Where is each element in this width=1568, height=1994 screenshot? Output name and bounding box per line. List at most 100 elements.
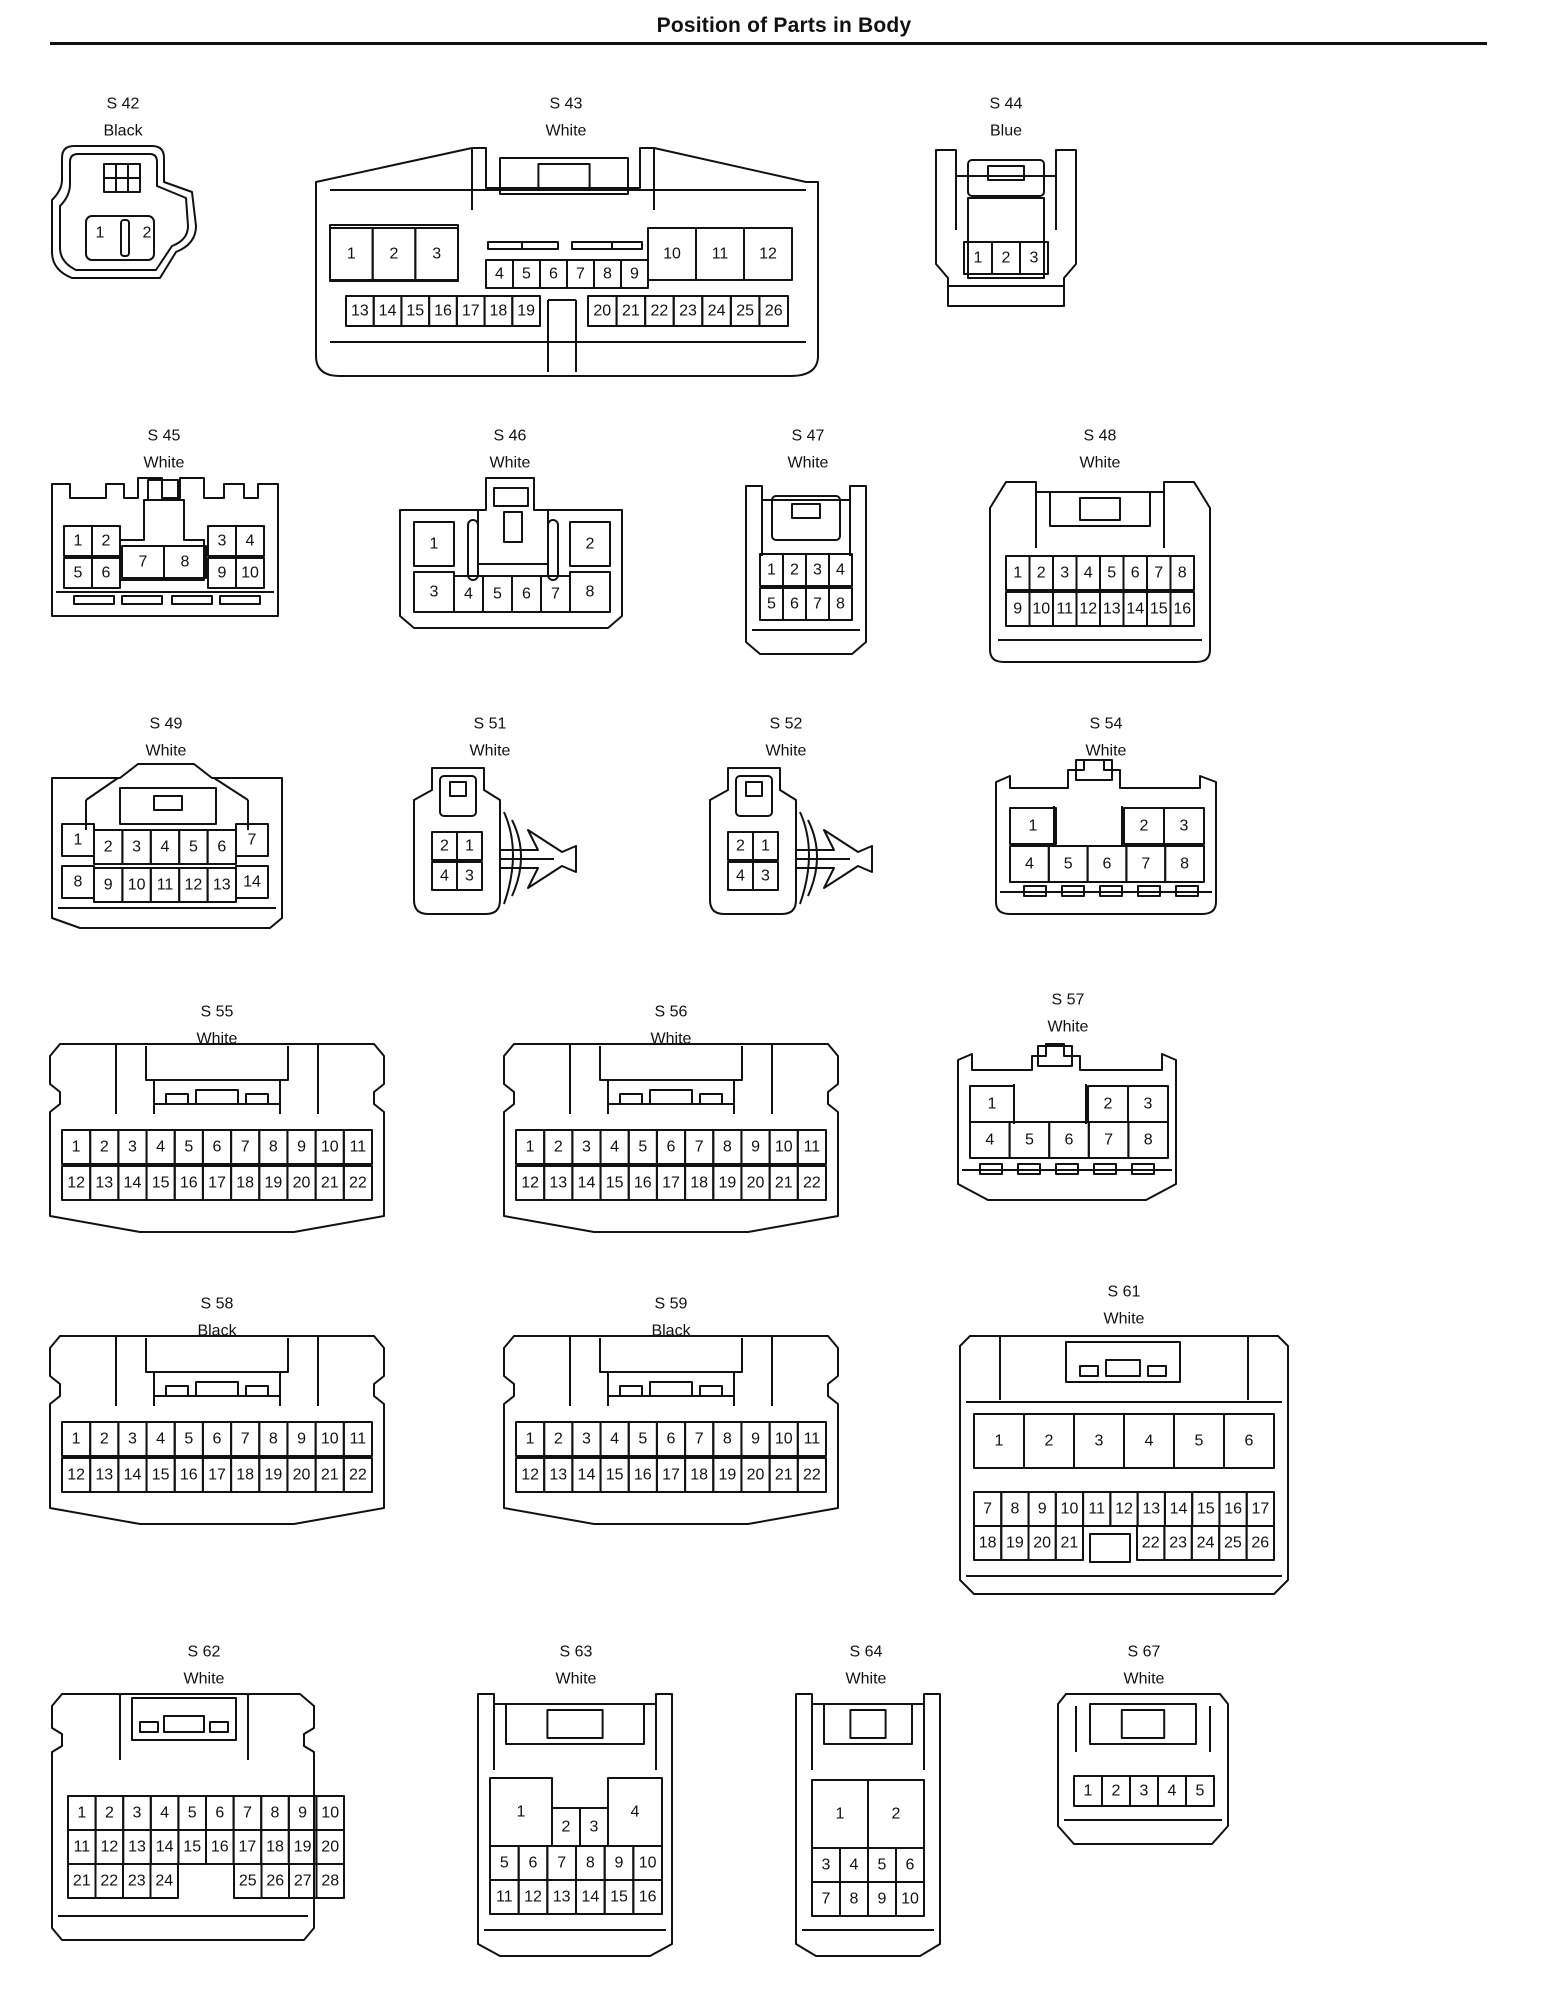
pin-number: 1: [767, 562, 776, 579]
pin-cell: [511, 295, 541, 327]
pin-cell: [796, 1165, 827, 1201]
connector-id-label: S 43: [550, 96, 583, 113]
pin-number: 14: [1170, 1501, 1188, 1518]
pin-number: 6: [102, 565, 111, 582]
connector-color-label: White: [146, 743, 187, 760]
pin-number: 5: [188, 1805, 197, 1822]
pin-number: 10: [639, 1855, 657, 1872]
housing-outline: [115, 1044, 319, 1114]
pin-number: 8: [269, 1139, 278, 1156]
pin-cell: [752, 861, 779, 891]
pin-number: 13: [553, 1889, 571, 1906]
pin-number: 4: [161, 839, 170, 856]
pin-number: 2: [100, 1431, 109, 1448]
pin-number: 7: [983, 1501, 992, 1518]
housing-outline: [959, 1335, 1289, 1595]
connector-id-label: S 59: [655, 1296, 688, 1313]
pin-number: 3: [432, 246, 441, 263]
pin-number: 21: [775, 1467, 793, 1484]
mounting-clip: [795, 829, 873, 889]
slot: [487, 241, 523, 250]
housing-outline: [399, 477, 623, 629]
pin-number: 27: [294, 1873, 312, 1890]
pin-number: 8: [1178, 565, 1187, 582]
pin-number: 18: [979, 1535, 997, 1552]
pin-number: 10: [775, 1139, 793, 1156]
pin-cell: [569, 571, 611, 613]
pin-number: 11: [157, 877, 174, 894]
pin-cell: [456, 831, 483, 861]
pin-number: 4: [631, 1804, 640, 1821]
slot: [1175, 885, 1199, 897]
connector-color-label: Blue: [990, 123, 1022, 140]
pin-number: 14: [581, 1889, 599, 1906]
pin-number: 28: [321, 1873, 339, 1890]
pin-number: 2: [440, 838, 449, 855]
pin-number: 6: [529, 1855, 538, 1872]
connector-color-label: White: [1124, 1671, 1165, 1688]
housing-outline: [49, 1335, 385, 1525]
pin-number: 1: [526, 1139, 535, 1156]
pin-number: 22: [100, 1873, 118, 1890]
pin-number: 1: [96, 225, 105, 242]
housing-outline: [131, 1697, 237, 1741]
lock-tab: [1089, 1703, 1197, 1745]
pin-number: 4: [985, 1132, 994, 1149]
guide-rib: [467, 519, 479, 581]
pin-number: 8: [1010, 1501, 1019, 1518]
pin-number: 25: [239, 1873, 257, 1890]
lock-tab-inner: [503, 511, 523, 543]
pin-number: 10: [321, 1805, 339, 1822]
connector-id-label: S 61: [1108, 1284, 1141, 1301]
pin-number: 13: [351, 303, 369, 320]
pin-number: 3: [128, 1431, 137, 1448]
pin-number: 20: [747, 1175, 765, 1192]
pin-number: 10: [321, 1431, 339, 1448]
pin-number: 10: [775, 1431, 793, 1448]
pin-number: 7: [248, 832, 257, 849]
pin-number: 19: [1006, 1535, 1024, 1552]
slot: [571, 241, 613, 250]
connector-color-label: White: [470, 743, 511, 760]
pin-number: 5: [1064, 856, 1073, 873]
pin-number: 2: [586, 536, 595, 553]
pin-number: 6: [213, 1431, 222, 1448]
pin-cell: [414, 227, 460, 281]
clip-arc: [807, 819, 818, 897]
pin-number: 18: [236, 1467, 254, 1484]
pin-number: 1: [526, 1431, 535, 1448]
lock-tab-inner: [245, 1093, 269, 1105]
connector-color-label: White: [556, 1671, 597, 1688]
pin-number: 10: [321, 1139, 339, 1156]
pin-cell: [632, 1879, 663, 1915]
pin-number: 13: [95, 1467, 113, 1484]
pin-number: 15: [610, 1889, 628, 1906]
housing-outline: [477, 1693, 673, 1957]
connector-color-label: White: [1080, 455, 1121, 472]
pin-number: 1: [1013, 565, 1022, 582]
pin-number: 5: [1195, 1433, 1204, 1450]
pin-cell: [752, 831, 779, 861]
pin-number: 4: [160, 1805, 169, 1822]
housing-outline: [503, 1043, 839, 1233]
pin-number: 19: [264, 1467, 282, 1484]
pin-number: 21: [321, 1175, 339, 1192]
pin-number: 9: [1038, 1501, 1047, 1518]
pin-cell: [149, 1863, 179, 1899]
pin-number: 16: [634, 1175, 652, 1192]
pin-number: 2: [554, 1139, 563, 1156]
pin-number: 5: [184, 1431, 193, 1448]
pin-number: 11: [1056, 601, 1073, 618]
pin-number: 5: [522, 266, 531, 283]
lock-tab: [1037, 1045, 1073, 1067]
pin-number: 6: [549, 266, 558, 283]
pin-cell: [1009, 807, 1057, 845]
